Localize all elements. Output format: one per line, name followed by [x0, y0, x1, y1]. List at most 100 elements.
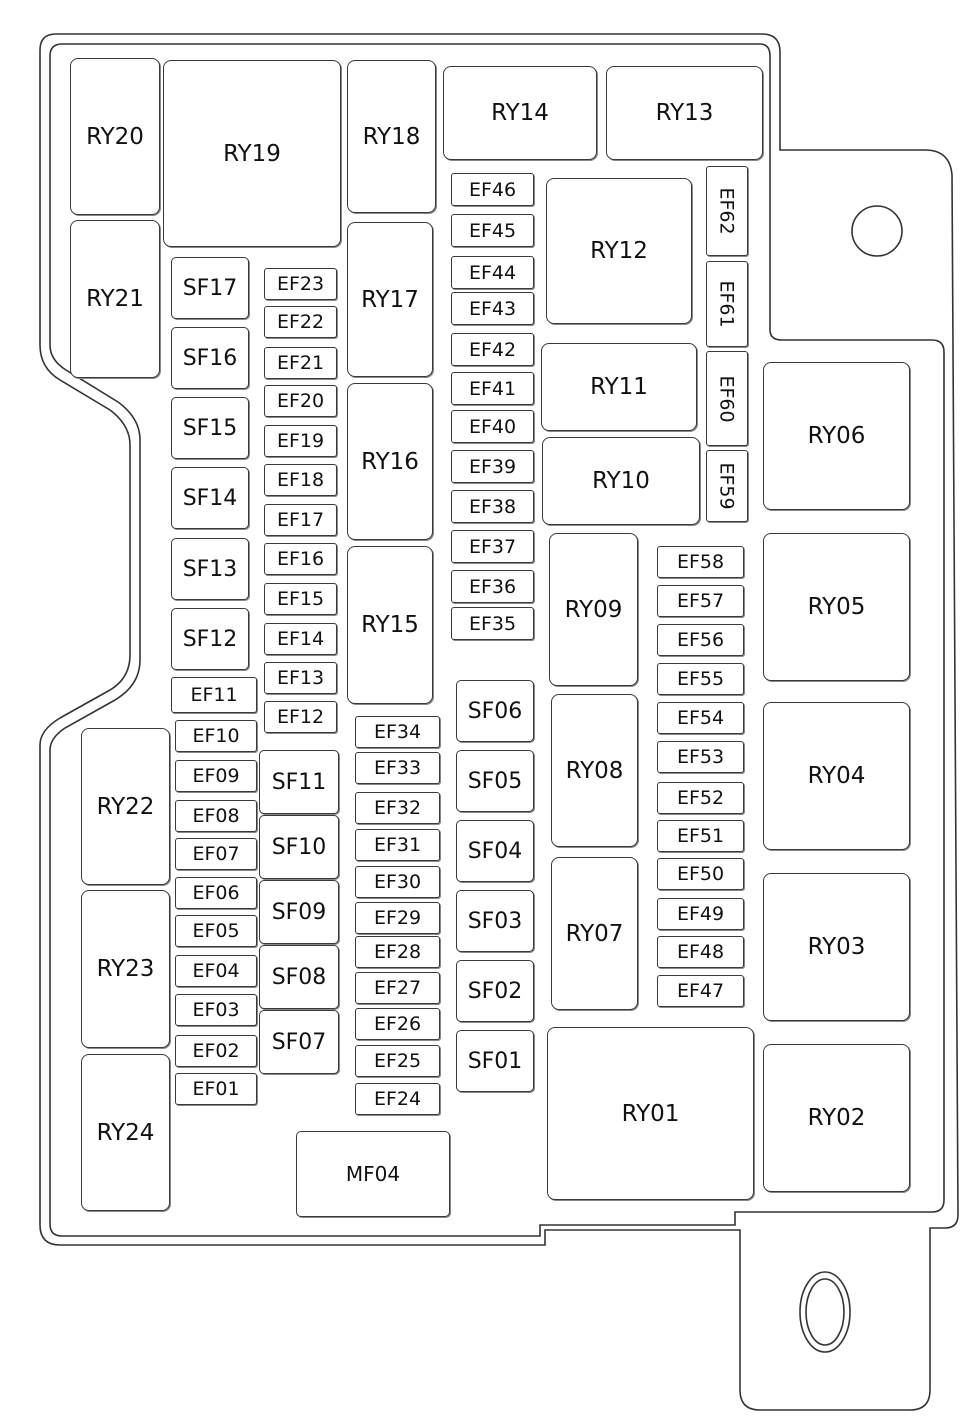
fuse-label: RY06 — [807, 423, 866, 449]
fuse-ef22: EF22 — [264, 306, 337, 338]
fuse-label: EF12 — [276, 706, 325, 728]
fuse-label: EF43 — [468, 297, 517, 320]
fuse-label: EF60 — [716, 374, 738, 423]
fuse-ef16: EF16 — [264, 543, 337, 575]
fuse-ef25: EF25 — [355, 1045, 440, 1077]
fuse-ef19: EF19 — [264, 425, 337, 457]
fuse-ef62: EF62 — [706, 166, 748, 256]
fuse-label: EF61 — [716, 280, 738, 328]
relay-ry06: RY06 — [763, 362, 910, 510]
fuse-label: EF21 — [276, 352, 325, 374]
fuse-label: EF55 — [676, 668, 725, 690]
relay-ry18: RY18 — [347, 60, 436, 213]
fuse-label: SF15 — [182, 415, 238, 441]
fuse-label: SF13 — [182, 556, 238, 582]
fuse-label: RY11 — [590, 374, 648, 400]
fuse-label: SF14 — [182, 485, 238, 511]
fuse-ef48: EF48 — [657, 936, 744, 968]
fuse-label: EF27 — [373, 977, 422, 999]
fuse-label: EF04 — [192, 960, 240, 982]
fuse-label: EF38 — [468, 495, 517, 518]
fuse-ef39: EF39 — [451, 450, 534, 483]
fuse-ef17: EF17 — [264, 504, 337, 536]
fuse-label: EF25 — [373, 1050, 422, 1072]
fuse-sf02: SF02 — [456, 960, 534, 1022]
relay-ry22: RY22 — [81, 728, 170, 885]
fuse-ef30: EF30 — [355, 866, 440, 898]
fuse-ef61: EF61 — [706, 261, 748, 347]
fuse-label: EF02 — [192, 1040, 240, 1062]
fuse-label: EF57 — [676, 590, 725, 612]
fuse-label: EF49 — [676, 903, 725, 925]
fuse-ef40: EF40 — [451, 410, 534, 443]
relay-ry05: RY05 — [763, 533, 910, 681]
fuse-label: RY05 — [807, 594, 866, 620]
fuse-label: EF46 — [468, 178, 517, 201]
relay-ry17: RY17 — [347, 222, 433, 377]
fuse-ef33: EF33 — [355, 752, 440, 784]
fuse-ef02: EF02 — [175, 1035, 257, 1067]
mounting-hole-upper — [851, 205, 903, 257]
fuse-sf13: SF13 — [171, 538, 249, 600]
fuse-label: EF52 — [676, 787, 725, 809]
fuse-sf14: SF14 — [171, 467, 249, 529]
fuse-sf01: SF01 — [456, 1030, 534, 1092]
fuse-ef36: EF36 — [451, 570, 534, 603]
fuse-label: RY01 — [621, 1100, 680, 1127]
fuse-label: EF28 — [373, 941, 422, 963]
fuse-ef15: EF15 — [264, 583, 337, 615]
fuse-label: RY16 — [361, 448, 419, 475]
fuse-ef24: EF24 — [355, 1083, 440, 1115]
fuse-label: EF30 — [373, 871, 422, 893]
fuse-label: SF06 — [467, 698, 523, 724]
fuse-ef13: EF13 — [264, 662, 337, 694]
fuse-sf08: SF08 — [259, 945, 339, 1009]
fuse-label: SF12 — [182, 626, 238, 652]
fuse-label: SF09 — [271, 899, 327, 925]
relay-ry01: RY01 — [547, 1027, 754, 1200]
fuse-label: SF05 — [467, 768, 523, 794]
fuse-label: EF51 — [676, 825, 725, 847]
relay-ry12: RY12 — [546, 178, 692, 324]
fuse-label: EF15 — [276, 588, 325, 610]
fuse-ef12: EF12 — [264, 701, 337, 733]
fuse-label: EF42 — [468, 338, 517, 361]
fuse-label: EF36 — [468, 575, 517, 598]
relay-ry21: RY21 — [70, 220, 160, 378]
fuse-label: RY18 — [362, 123, 421, 150]
fuse-label: EF35 — [468, 612, 517, 635]
fuse-ef09: EF09 — [175, 760, 257, 792]
fuse-ef05: EF05 — [175, 915, 257, 947]
fuse-label: RY09 — [564, 596, 623, 623]
fuse-ef44: EF44 — [451, 256, 534, 289]
fuse-ef21: EF21 — [264, 347, 337, 379]
fuse-sf11: SF11 — [259, 750, 339, 814]
fuse-label: EF01 — [192, 1078, 240, 1100]
housing-inner-outline — [49, 43, 945, 1237]
fuse-label: EF10 — [192, 725, 240, 747]
fuse-label: EF37 — [468, 535, 517, 558]
fuse-label: SF16 — [182, 345, 238, 371]
fuse-ef32: EF32 — [355, 792, 440, 824]
fuse-label: EF14 — [276, 628, 325, 650]
relay-ry04: RY04 — [763, 702, 910, 850]
relay-ry16: RY16 — [347, 383, 433, 540]
relay-ry14: RY14 — [443, 66, 597, 160]
relay-ry13: RY13 — [606, 66, 763, 160]
fuse-label: EF03 — [192, 999, 240, 1021]
fuse-label: EF29 — [373, 907, 422, 929]
fuse-label: RY23 — [96, 956, 155, 982]
fuse-label: EF17 — [276, 509, 325, 531]
fuse-sf09: SF09 — [259, 880, 339, 944]
fuse-ef53: EF53 — [657, 741, 744, 773]
fuse-ef45: EF45 — [451, 214, 534, 247]
relay-ry08: RY08 — [551, 694, 638, 847]
fuse-ef01: EF01 — [175, 1073, 257, 1105]
fuse-label: RY13 — [655, 100, 714, 126]
fuse-ef51: EF51 — [657, 820, 744, 852]
fuse-label: EF18 — [276, 469, 325, 491]
fuse-label: EF09 — [192, 765, 240, 787]
fuse-ef18: EF18 — [264, 464, 337, 496]
relay-ry07: RY07 — [551, 857, 638, 1010]
